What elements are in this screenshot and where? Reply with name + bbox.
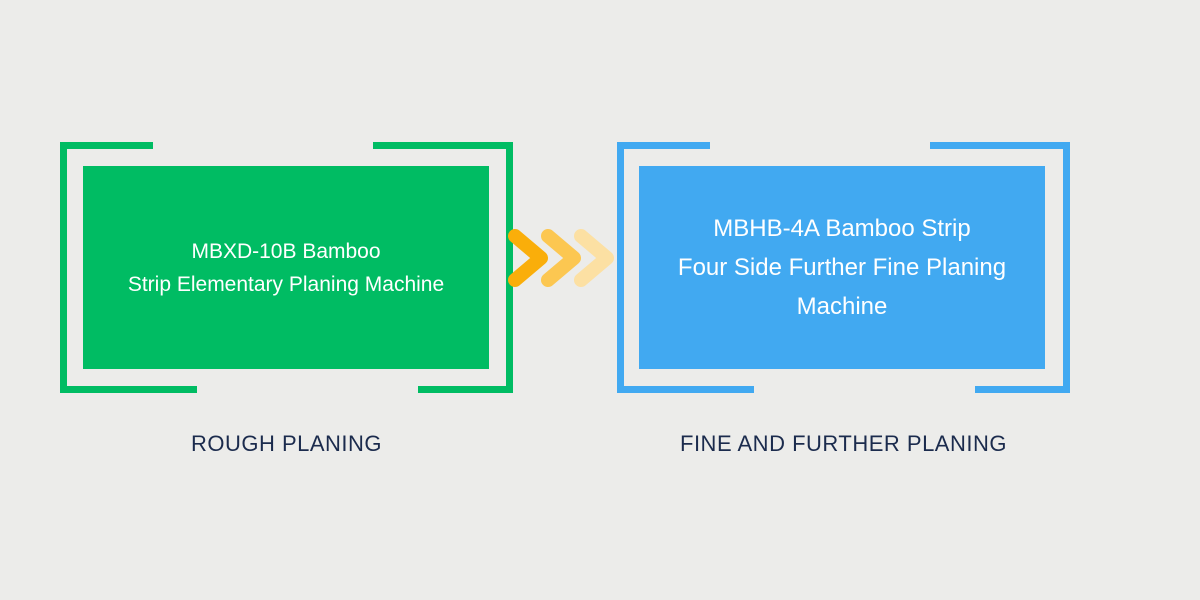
chevron-1 [508, 229, 548, 287]
machine-name-line: MBXD-10B Bamboo [191, 239, 381, 263]
rough-planing-stage-label: ROUGH PLANING [190, 431, 383, 456]
bracket-segment [506, 142, 513, 393]
chevron-2 [541, 229, 581, 287]
bracket-segment [617, 142, 710, 149]
machine-name-line: Strip Elementary Planing Machine [127, 272, 445, 296]
fine-planing-bracket-frame [617, 142, 1070, 393]
chevron-3 [574, 229, 614, 287]
bracket-segment [60, 142, 67, 393]
rough-planing-machine-box: MBXD-10B Bamboo Strip Elementary Planing… [83, 166, 489, 369]
rough-planing-bracket-frame [60, 142, 513, 393]
bracket-segment [930, 142, 1070, 149]
triple-chevron-right-icon [506, 227, 616, 289]
bracket-segment [617, 142, 624, 393]
machine-name-line: Machine [796, 293, 888, 320]
bracket-segment [418, 386, 513, 393]
bracket-segment [373, 142, 513, 149]
bracket-segment [617, 386, 754, 393]
fine-planing-stage-label: FINE AND FURTHER PLANING [680, 431, 1007, 456]
fine-planing-machine-box: MBHB-4A Bamboo Strip Four Side Further F… [639, 166, 1045, 369]
machine-name-line: MBHB-4A Bamboo Strip [713, 215, 971, 242]
machine-name-line: Four Side Further Fine Planing [677, 254, 1007, 281]
bracket-segment [60, 386, 197, 393]
bracket-segment [975, 386, 1070, 393]
bracket-segment [60, 142, 153, 149]
bracket-segment [1063, 142, 1070, 393]
